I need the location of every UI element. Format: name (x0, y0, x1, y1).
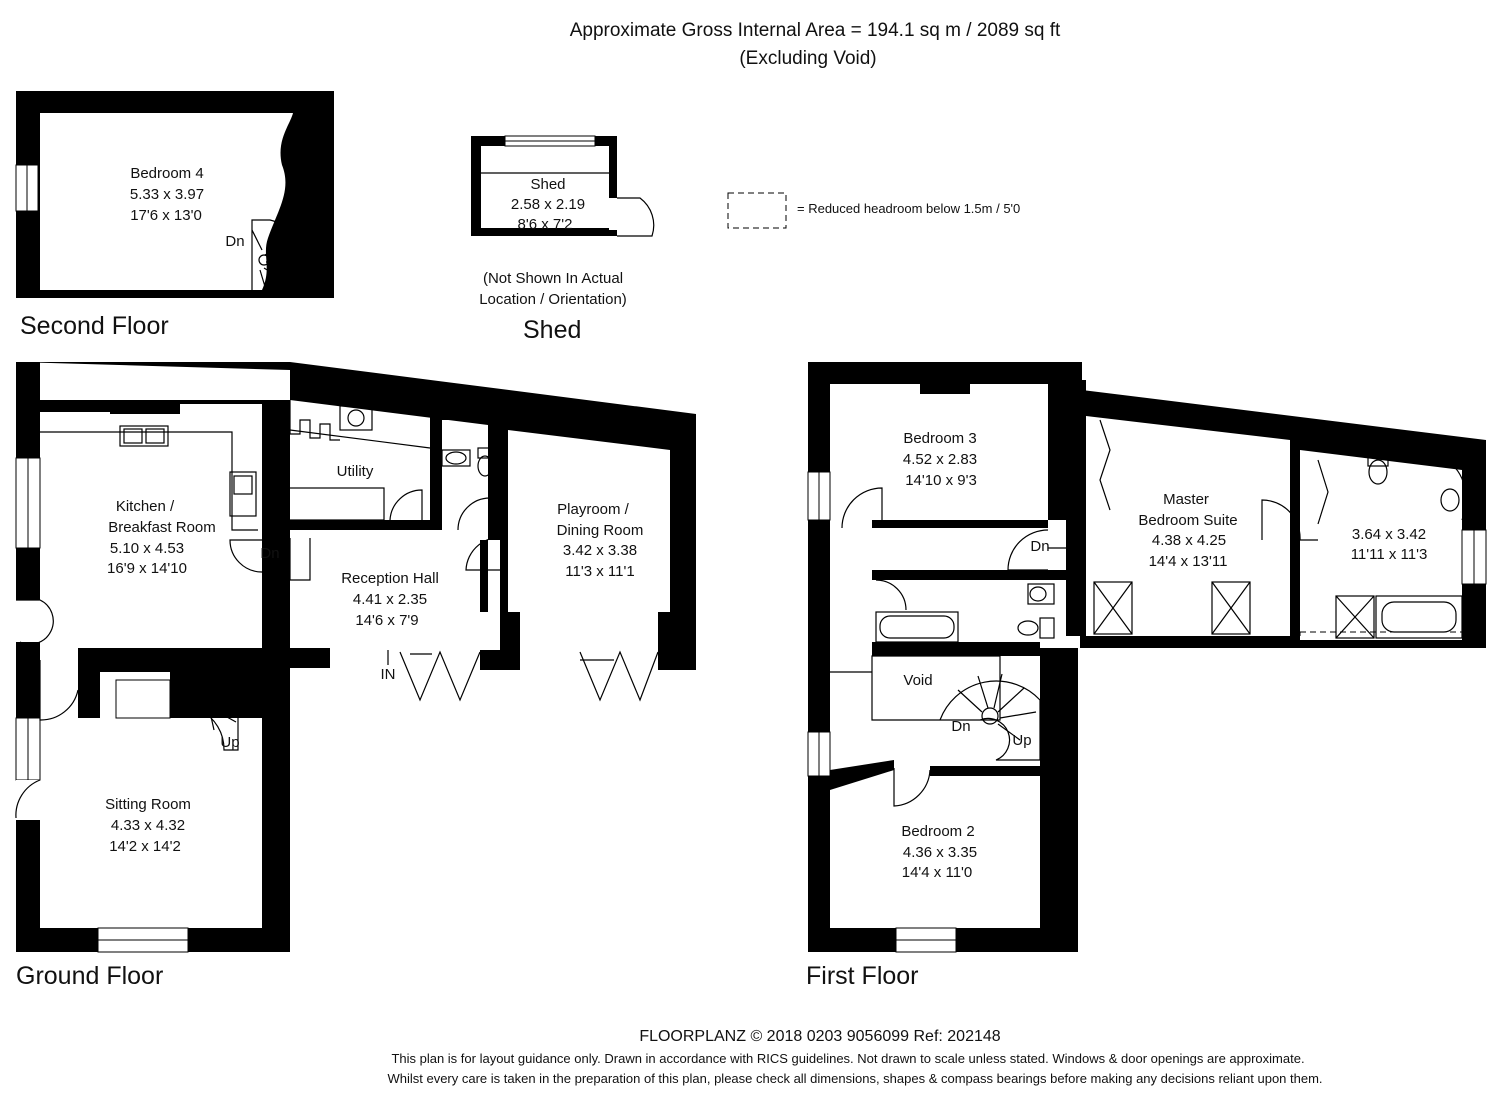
reduced-headroom-legend-swatch (727, 192, 787, 229)
bedroom3-dn-label: Dn (1030, 538, 1049, 555)
bedroom4-name: Bedroom 4 (130, 165, 203, 182)
first-floor-up-label: Up (1012, 732, 1031, 749)
ensuite-metric: 3.64 x 3.42 (1352, 526, 1426, 543)
kitchen-name-line1: Kitchen / (116, 498, 175, 515)
playroom-name-line1: Playroom / (557, 501, 630, 518)
master-metric: 4.38 x 4.25 (1152, 532, 1226, 549)
ground-floor-plan (15, 362, 696, 953)
shed-note-line2: Location / Orientation) (479, 291, 627, 308)
sitting-up-label: Up (220, 734, 239, 751)
shed-metric: 2.58 x 2.19 (511, 196, 585, 213)
playroom-name-line2: Dining Room (557, 522, 644, 539)
bedroom4-dn-label: Dn (225, 233, 244, 250)
playroom-imperial: 11'3 x 11'1 (565, 563, 634, 580)
kitchen-dn-label: Dn (260, 545, 279, 562)
shed-imperial: 8'6 x 7'2 (518, 216, 573, 233)
gross-area-title: Approximate Gross Internal Area = 194.1 … (570, 20, 1061, 41)
footer-disclaimer-line1: This plan is for layout guidance only. D… (391, 1051, 1304, 1066)
first-floor-dn-label: Dn (951, 718, 970, 735)
second-floor-plan (15, 91, 334, 298)
shed-label: Shed (523, 316, 581, 344)
footer-disclaimer-line2: Whilst every care is taken in the prepar… (387, 1071, 1322, 1086)
kitchen-name-line2: Breakfast Room (108, 519, 216, 536)
ensuite-imperial: 11'11 x 11'3 (1351, 546, 1428, 563)
master-name-line1: Master (1163, 491, 1209, 508)
entrance-in-label: IN (381, 666, 396, 683)
footer-brand: FLOORPLANZ © 2018 0203 9056099 Ref: 2021… (639, 1028, 1000, 1045)
sitting-room-metric: 4.33 x 4.32 (111, 817, 185, 834)
second-floor-label: Second Floor (20, 312, 169, 340)
bedroom3-name: Bedroom 3 (903, 430, 976, 447)
utility-name: Utility (337, 463, 374, 480)
master-name-line2: Bedroom Suite (1138, 512, 1237, 529)
kitchen-metric: 5.10 x 4.53 (110, 540, 184, 557)
void-label: Void (903, 672, 932, 689)
bedroom2-metric: 4.36 x 3.35 (903, 844, 977, 861)
reception-imperial: 14'6 x 7'9 (355, 612, 418, 629)
first-floor-label: First Floor (806, 962, 919, 990)
bedroom3-imperial: 14'10 x 9'3 (905, 472, 977, 489)
shed-plan (471, 135, 655, 237)
bedroom4-metric: 5.33 x 3.97 (130, 186, 204, 203)
master-imperial: 14'4 x 13'11 (1149, 553, 1228, 570)
bedroom4-imperial: 17'6 x 13'0 (130, 207, 202, 224)
reduced-headroom-legend-text: = Reduced headroom below 1.5m / 5'0 (797, 201, 1020, 216)
bedroom3-metric: 4.52 x 2.83 (903, 451, 977, 468)
reception-metric: 4.41 x 2.35 (353, 591, 427, 608)
ground-floor-label: Ground Floor (16, 962, 163, 990)
bedroom2-name: Bedroom 2 (901, 823, 974, 840)
sitting-room-imperial: 14'2 x 14'2 (109, 838, 181, 855)
bedroom2-imperial: 14'4 x 11'0 (902, 864, 973, 881)
shed-name: Shed (530, 176, 565, 193)
shed-note-line1: (Not Shown In Actual (483, 270, 623, 287)
reception-name: Reception Hall (341, 570, 439, 587)
excluding-void-note: (Excluding Void) (739, 48, 876, 69)
playroom-metric: 3.42 x 3.38 (563, 542, 637, 559)
kitchen-imperial: 16'9 x 14'10 (107, 560, 187, 577)
first-floor-plan (807, 362, 1487, 953)
sitting-room-name: Sitting Room (105, 796, 191, 813)
